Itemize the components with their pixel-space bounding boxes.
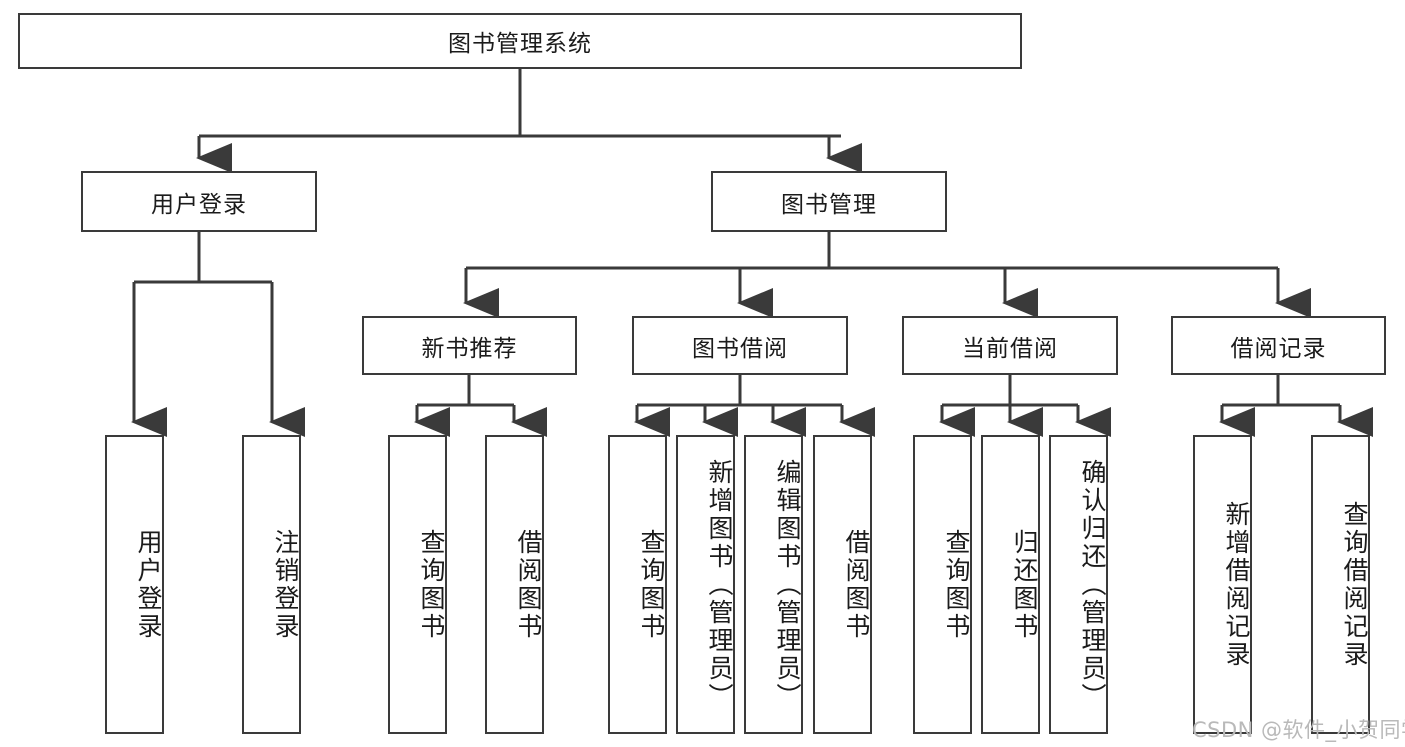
node-new-book-recommend[interactable]: 新书推荐	[362, 316, 577, 375]
node-borrow-record[interactable]: 借阅记录	[1171, 316, 1386, 375]
leaf-borrow-book-recommend-label: 借阅图书	[514, 528, 543, 641]
leaf-query-book-current-label: 查询图书	[942, 528, 971, 641]
node-user-login-label: 用户登录	[151, 191, 247, 218]
node-root-label: 图书管理系统	[448, 31, 592, 57]
node-borrow-record-label: 借阅记录	[1230, 335, 1327, 362]
leaf-return-book[interactable]: 归还图书	[981, 435, 1040, 734]
leaf-borrow-book-recommend[interactable]: 借阅图书	[485, 435, 544, 734]
leaf-borrow-book-label: 借阅图书	[842, 528, 871, 641]
leaf-query-book-borrow-label: 查询图书	[637, 528, 666, 641]
leaf-edit-book-admin[interactable]: 编辑图书（管理员）	[744, 435, 803, 734]
node-current-borrow-label: 当前借阅	[962, 335, 1058, 362]
node-root[interactable]: 图书管理系统	[18, 13, 1022, 69]
leaf-add-borrow-record-label: 新增借阅记录	[1222, 500, 1251, 669]
leaf-confirm-return-admin[interactable]: 确认归还（管理员）	[1049, 435, 1108, 734]
node-book-management-label: 图书管理	[781, 191, 877, 218]
leaf-user-login[interactable]: 用户登录	[105, 435, 164, 734]
leaf-query-book-borrow[interactable]: 查询图书	[608, 435, 667, 734]
leaf-add-borrow-record[interactable]: 新增借阅记录	[1193, 435, 1252, 734]
node-book-borrow[interactable]: 图书借阅	[632, 316, 848, 375]
leaf-borrow-book[interactable]: 借阅图书	[813, 435, 872, 734]
leaf-user-login-label: 用户登录	[134, 528, 163, 641]
leaf-query-book-recommend[interactable]: 查询图书	[388, 435, 447, 734]
leaf-add-book-admin-label: 新增图书（管理员）	[705, 458, 734, 711]
leaf-query-borrow-record[interactable]: 查询借阅记录	[1311, 435, 1370, 734]
leaf-edit-book-admin-label: 编辑图书（管理员）	[773, 458, 802, 711]
leaf-logout-label: 注销登录	[271, 528, 300, 641]
watermark: CSDN @软件_小贺同学	[1192, 718, 1405, 742]
leaf-confirm-return-admin-label: 确认归还（管理员）	[1078, 458, 1107, 711]
node-new-book-recommend-label: 新书推荐	[421, 335, 518, 362]
leaf-query-book-current[interactable]: 查询图书	[913, 435, 972, 734]
node-user-login[interactable]: 用户登录	[81, 171, 317, 232]
node-book-management[interactable]: 图书管理	[711, 171, 947, 232]
leaf-query-book-recommend-label: 查询图书	[417, 528, 446, 641]
node-book-borrow-label: 图书借阅	[692, 335, 788, 362]
node-current-borrow[interactable]: 当前借阅	[902, 316, 1118, 375]
leaf-add-book-admin[interactable]: 新增图书（管理员）	[676, 435, 735, 734]
leaf-logout[interactable]: 注销登录	[242, 435, 301, 734]
leaf-return-book-label: 归还图书	[1010, 528, 1039, 641]
leaf-query-borrow-record-label: 查询借阅记录	[1340, 500, 1369, 669]
